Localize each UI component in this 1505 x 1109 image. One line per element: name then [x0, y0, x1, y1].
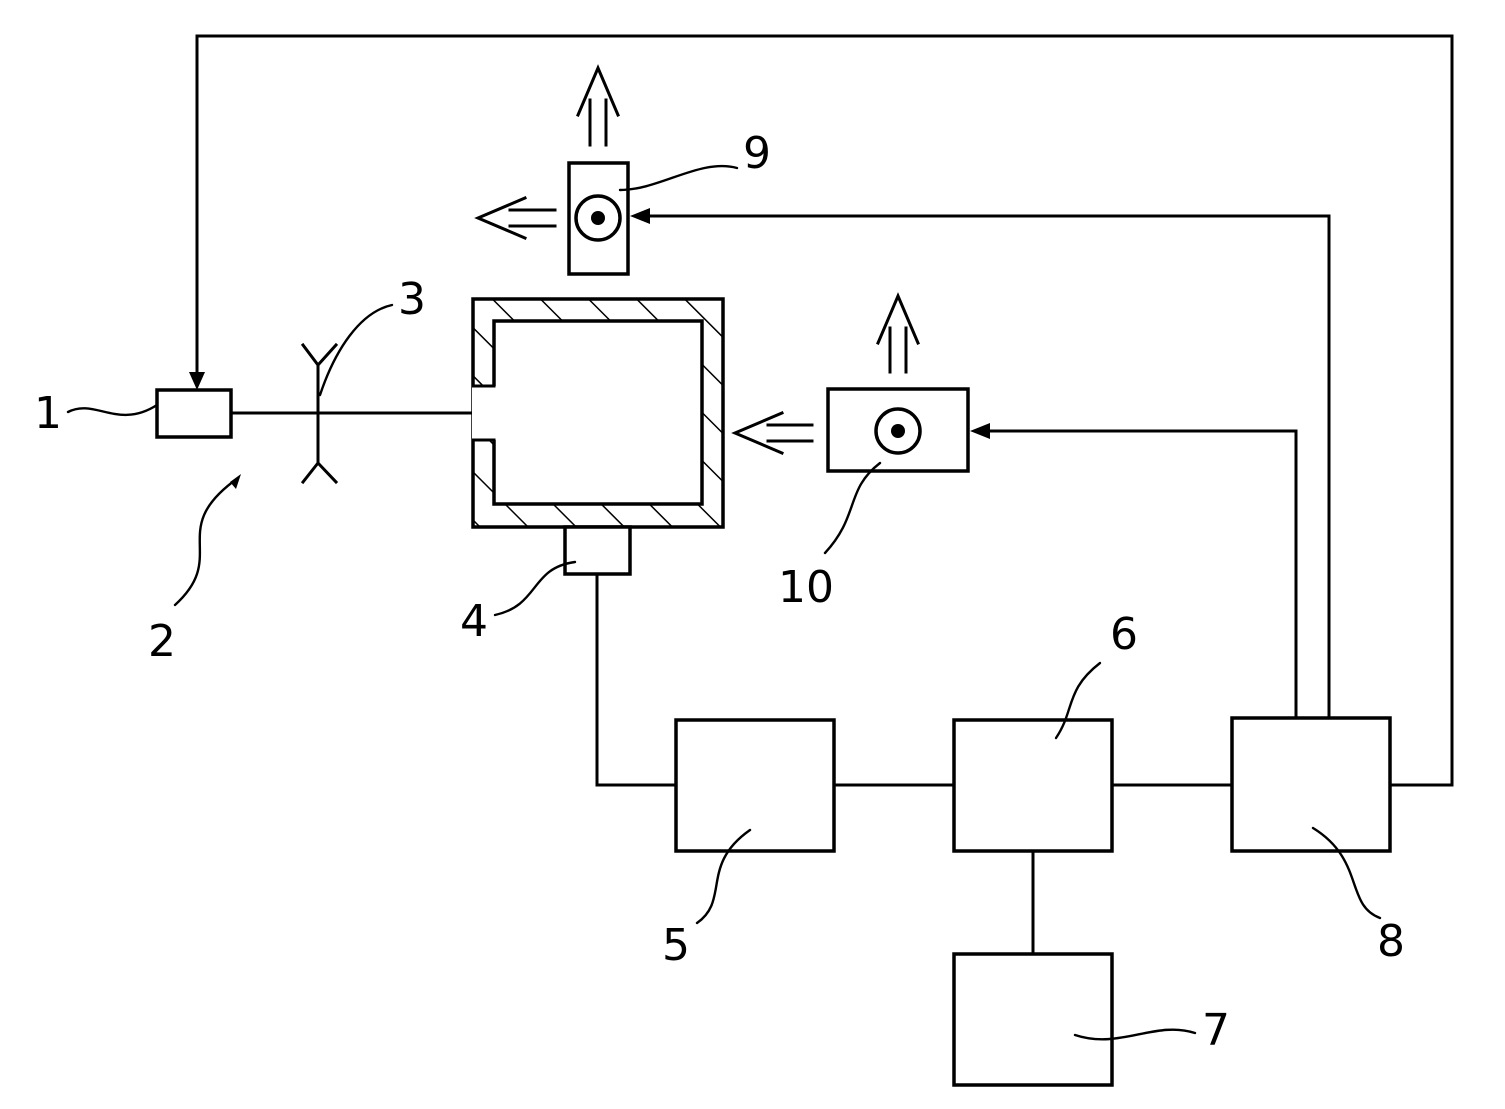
control-line-8-to-9: [650, 216, 1329, 718]
label-10: 10: [778, 562, 834, 613]
label-3: 3: [398, 274, 426, 325]
component-9: [569, 163, 628, 274]
label-8: 8: [1377, 916, 1405, 967]
leader-2-arrowhead: [230, 474, 241, 489]
block-6: [954, 720, 1112, 851]
double-arrow-up-9: [578, 68, 618, 145]
arrowhead-to-10: [970, 423, 990, 439]
component-10: [828, 389, 968, 471]
double-arrow-up-10: [878, 296, 918, 372]
label-4: 4: [460, 596, 488, 647]
leader-10: [825, 463, 880, 553]
label-6: 6: [1110, 609, 1138, 660]
block-5: [676, 720, 834, 851]
chamber: [472, 299, 723, 527]
double-arrow-left-10: [735, 413, 812, 453]
feedback-line-8-to-1: [197, 36, 1452, 785]
leader-9: [620, 166, 737, 190]
leader-2: [175, 478, 238, 605]
component-1-box: [157, 390, 231, 437]
block-7: [954, 954, 1112, 1085]
double-arrow-left-9: [478, 198, 555, 238]
arrowhead-to-1: [189, 372, 205, 390]
component-4-box: [565, 527, 630, 574]
arrowhead-to-9: [630, 208, 650, 224]
label-1: 1: [34, 388, 62, 439]
label-2: 2: [148, 616, 176, 667]
leader-4: [495, 562, 575, 615]
label-7: 7: [1202, 1005, 1230, 1056]
block-8: [1232, 718, 1390, 851]
leader-1: [68, 405, 157, 415]
line-4-to-5: [597, 574, 676, 785]
label-9: 9: [743, 128, 771, 179]
control-line-8-to-10: [990, 431, 1296, 718]
label-5: 5: [662, 920, 690, 971]
